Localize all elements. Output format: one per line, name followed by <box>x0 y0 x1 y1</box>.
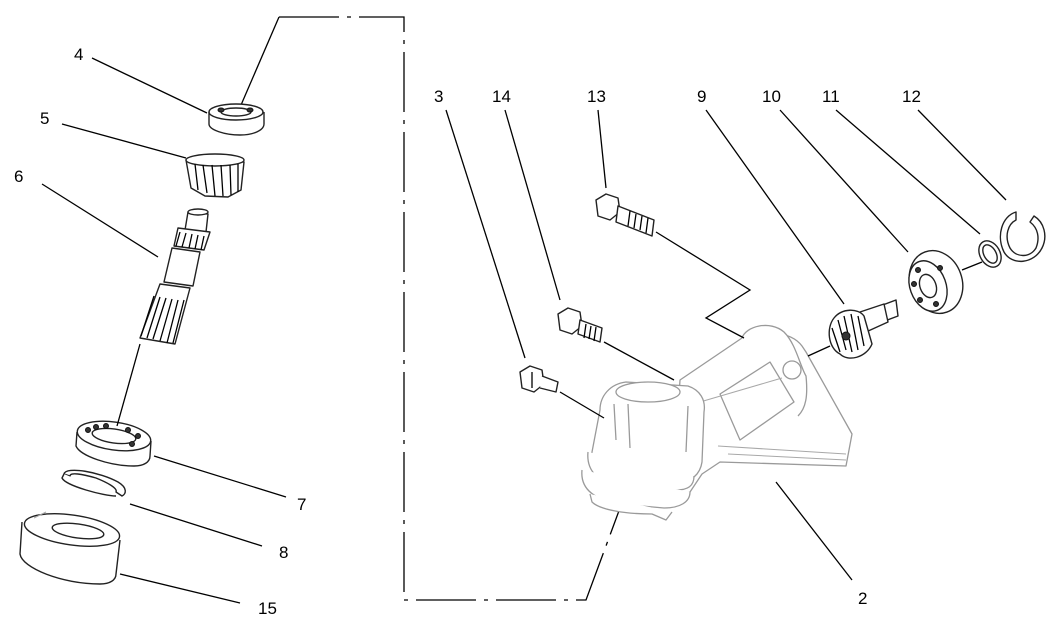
callout-10: 10 <box>762 87 781 106</box>
leader-5 <box>61 123 187 159</box>
callout-2: 2 <box>858 589 867 608</box>
callout-15: 15 <box>258 599 277 618</box>
part-4-bearing <box>208 103 265 136</box>
leader-3 <box>445 109 526 359</box>
part-14-screw <box>557 307 603 343</box>
assembly-line-13 <box>655 231 752 339</box>
callout-4: 4 <box>74 45 83 64</box>
leader-7 <box>153 455 287 498</box>
callout-5: 5 <box>40 109 49 128</box>
callout-7: 7 <box>297 495 306 514</box>
leader-6 <box>41 183 159 258</box>
leader-14 <box>504 109 561 301</box>
leader-15 <box>119 573 241 604</box>
callout-14: 14 <box>492 87 511 106</box>
part-2-gear-housing <box>581 324 853 521</box>
leader-4 <box>91 57 208 114</box>
leader-10 <box>779 109 909 253</box>
assembly-line-9 <box>807 345 831 357</box>
part-11-retaining-ring <box>978 240 1002 268</box>
part-3-bolt <box>519 365 559 393</box>
callout-12: 12 <box>902 87 921 106</box>
part-10-bearing <box>908 249 964 315</box>
assembly-line-14 <box>603 341 675 381</box>
part-5-bevel-gear <box>185 153 245 198</box>
assembly-line-shaft <box>116 343 141 427</box>
leader-bracket-to-bearing-4 <box>237 16 280 113</box>
part-9-pinion-gear <box>828 299 899 359</box>
part-6-spline-shaft <box>139 208 211 345</box>
assembly-line-3 <box>559 391 605 419</box>
part-12-circlip <box>999 211 1046 262</box>
leader-8 <box>129 503 263 547</box>
part-8-snap-ring <box>61 469 126 497</box>
part-13-screw <box>595 193 655 237</box>
callout-6: 6 <box>14 167 23 186</box>
callout-13: 13 <box>587 87 606 106</box>
part-15-cover-cup <box>19 511 121 585</box>
part-7-bearing <box>75 420 152 467</box>
callout-3: 3 <box>434 87 443 106</box>
callout-9: 9 <box>697 87 706 106</box>
leader-11 <box>835 109 981 235</box>
group-bracket-line <box>279 16 621 601</box>
leader-13 <box>597 109 607 189</box>
leader-12 <box>917 109 1007 201</box>
callout-8: 8 <box>279 543 288 562</box>
callout-11: 11 <box>822 87 840 106</box>
leader-2 <box>775 481 853 581</box>
assembly-line-11 <box>961 261 983 271</box>
leader-9 <box>705 109 845 305</box>
